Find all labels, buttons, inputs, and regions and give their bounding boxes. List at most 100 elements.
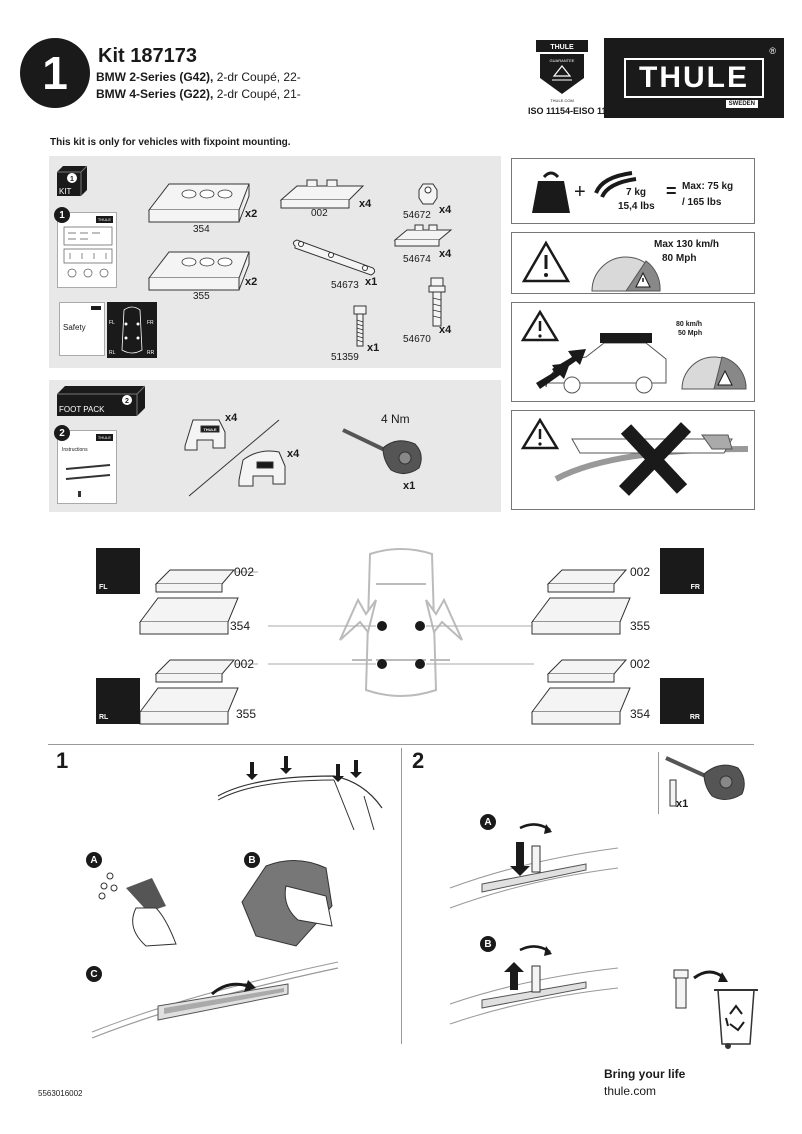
foot-booklet-bars-icon	[65, 464, 111, 497]
weight-icon	[532, 171, 570, 213]
safety-booklet: Safety	[59, 302, 105, 356]
torque-tool-icon	[342, 428, 422, 474]
corner-thumb-rl: RL	[96, 678, 140, 724]
car-with-load-icon	[536, 333, 667, 394]
svg-text:FR: FR	[147, 320, 154, 326]
step-2-tool-divider	[658, 752, 659, 814]
bracket-002-icon	[279, 179, 365, 209]
part-54674-code: 54674	[403, 254, 431, 265]
logo-wordmark: THULE SWEDEN	[624, 58, 764, 108]
logo-sweden: SWEDEN	[725, 100, 758, 108]
spray-hand-icon	[98, 872, 177, 947]
foot-booklet-text: Instructions	[62, 447, 88, 453]
reduced-speed-kmh: 80 km/h	[676, 321, 703, 328]
svg-text:THULE.COM: THULE.COM	[550, 98, 574, 103]
registered-mark: ®	[769, 46, 776, 56]
nut-54672-icon	[418, 183, 438, 205]
install-screw-diagram-icon	[449, 945, 619, 1025]
recycle-bin-icon	[673, 969, 758, 1049]
booklet-diagram-icon	[63, 226, 113, 278]
step-2-tool-icon	[665, 756, 745, 807]
foot-pack-box-icon: 2 FOOT PACK	[57, 385, 146, 416]
roof-bars-icon	[594, 171, 637, 198]
part-54672-code: 54672	[403, 210, 431, 221]
booklet-number: 1	[54, 207, 70, 223]
booklet-brand: THULE	[95, 216, 113, 223]
svg-text:RR: RR	[147, 350, 155, 356]
position-diagram	[139, 548, 631, 725]
part-354-qty: x2	[245, 208, 258, 220]
step-2b-label: B	[480, 936, 496, 952]
roof-clean-diagram-icon	[217, 756, 383, 831]
svg-text:FL: FL	[109, 320, 115, 326]
svg-text:GUARANTEE: GUARANTEE	[550, 58, 575, 63]
pad-355-icon	[147, 251, 250, 291]
pad-354-icon	[147, 183, 250, 223]
bolt-54670-icon	[428, 277, 446, 327]
corner-thumb-rr: RR	[660, 678, 704, 724]
wipe-cloth-icon	[241, 860, 333, 947]
plus-sign: +	[574, 181, 586, 203]
key-plate-54673-icon	[292, 239, 376, 276]
steps-vertical-divider	[401, 748, 402, 1044]
warning-triangle-icon-3	[520, 417, 560, 450]
iso-standard: ISO 11154-EISO 111	[528, 106, 612, 116]
part-355-code: 355	[193, 291, 210, 302]
rl-bottom-code: 355	[236, 707, 257, 721]
part-355-qty: x2	[245, 276, 258, 288]
foot-units-icon: THULE	[184, 419, 286, 497]
warning-triangle-icon	[521, 240, 571, 283]
plate-54674-icon	[393, 224, 453, 247]
vehicle-line-2: BMW 4-Series (G22), 2-dr Coupé, 21-	[96, 87, 301, 101]
kit-title: Kit 187173	[98, 45, 197, 67]
part-54673-qty: x1	[365, 276, 378, 288]
svg-text:2: 2	[125, 398, 129, 405]
speed-limit-mph: 80 Mph	[662, 253, 697, 264]
no-direct-roof-load-icon	[554, 422, 749, 496]
step-1b-label: B	[244, 852, 260, 868]
part-002-code: 002	[311, 208, 328, 219]
speed-warning-box: Max 130 km/h 80 Mph	[511, 232, 755, 294]
no-load-on-roof-warning-box	[511, 410, 755, 510]
speedometer-icon	[591, 256, 661, 292]
load-kg: 7 kg	[626, 187, 647, 198]
kit-box-icon: 1 KIT	[57, 165, 88, 196]
step-2-number: 2	[412, 748, 425, 773]
guarantee-seal-icon: THULE GUARANTEE THULE.COM	[536, 40, 588, 103]
steps-divider	[48, 744, 754, 745]
crosswind-warning-box: 80 km/h 50 Mph	[511, 302, 755, 402]
step-2-tool-qty: x1	[676, 798, 689, 810]
part-51359-code: 51359	[331, 352, 359, 363]
equals-sign: =	[666, 181, 677, 201]
load-lbs: 15,4 lbs	[618, 201, 655, 212]
brand-website[interactable]: thule.com	[604, 1084, 657, 1098]
svg-text:KIT: KIT	[59, 187, 72, 196]
fixpoint-notice: This kit is only for vehicles with fixpo…	[50, 137, 291, 148]
foot-booklet-brand: THULE	[95, 434, 113, 441]
foot-instructions-booklet: 2 THULE Instructions	[54, 425, 117, 504]
rl-top-code: 002	[234, 657, 255, 671]
tool-qty: x1	[403, 480, 416, 492]
part-54672-qty: x4	[439, 204, 452, 216]
foot-qty-1: x4	[225, 412, 238, 424]
rr-top-code: 002	[630, 657, 651, 671]
fr-bottom-code: 355	[630, 619, 651, 633]
part-002-qty: x4	[359, 198, 372, 210]
part-51359-qty: x1	[367, 342, 380, 354]
warning-triangle-icon-2	[520, 309, 560, 342]
thule-logo: ® THULE SWEDEN	[604, 38, 784, 118]
part-354-code: 354	[193, 224, 210, 235]
car-top-view-icon: FL FR RL RR	[109, 306, 155, 356]
fl-bottom-code: 354	[230, 619, 251, 633]
foot-qty-2: x4	[287, 448, 300, 460]
step-1-number: 1	[56, 748, 69, 773]
foot-pack-panel: 2 FOOT PACK 2 THULE Instructions THULE x…	[49, 380, 501, 512]
corner-thumb-fr: FR	[660, 548, 704, 594]
fixpoint-cover-icon	[91, 961, 339, 1039]
svg-text:THULE: THULE	[550, 44, 574, 51]
svg-text:FOOT PACK: FOOT PACK	[59, 405, 105, 414]
remove-screw-diagram-icon	[449, 823, 619, 909]
safety-label: Safety	[63, 323, 86, 332]
speed-limit-kmh: Max 130 km/h	[654, 239, 720, 250]
kit-instructions-booklet: 1 THULE	[54, 207, 117, 288]
